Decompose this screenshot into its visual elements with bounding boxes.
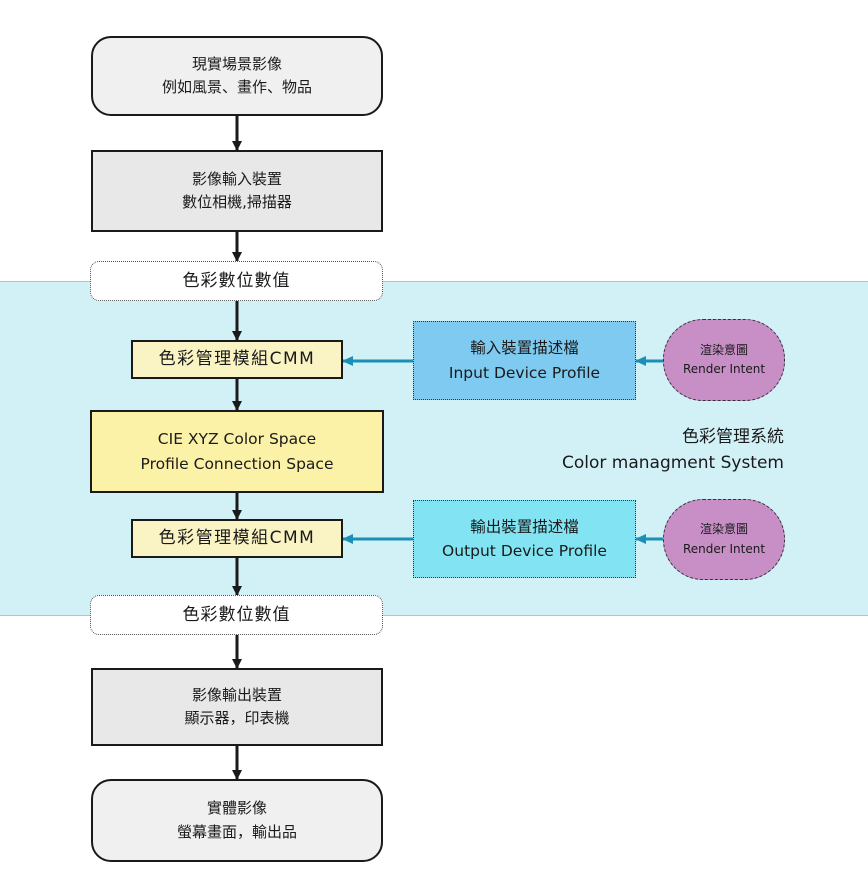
real-scene-title: 現實場景影像 (191, 54, 282, 73)
render-intent-bottom-en: Render Intent (682, 541, 766, 556)
real-scene-examples: 例如風景、畫作、物品 (161, 78, 312, 96)
output-profile-zh: 輸出裝置描述檔 (470, 517, 579, 536)
color-management-system-label: 色彩管理系統 Color managment System (520, 424, 784, 477)
input-device-examples: 數位相機,掃描器 (182, 193, 292, 211)
cms-label-zh: 色彩管理系統 (682, 427, 784, 447)
input-device-node: 影像輸入裝置 數位相機,掃描器 (91, 150, 383, 232)
pcs-connection-space: Profile Connection Space (140, 454, 334, 473)
input-profile-node: 輸入裝置描述檔 Input Device Profile (413, 321, 636, 400)
input-device-title: 影像輸入裝置 (191, 169, 282, 188)
render-intent-top-zh: 渲染意圖 (699, 342, 748, 357)
render-intent-top-en: Render Intent (682, 362, 766, 376)
digital-value-bottom-node: 色彩數位數值 (90, 595, 383, 635)
cmm-top-label: 色彩管理模組CMM (158, 349, 316, 370)
digital-value-bottom-label: 色彩數位數值 (182, 604, 291, 625)
render-intent-bottom-node: 渲染意圖 Render Intent (663, 499, 785, 580)
cms-label-en: Color managment System (561, 453, 784, 474)
output-device-title: 影像輸出裝置 (191, 685, 282, 704)
cmm-top-node: 色彩管理模組CMM (131, 340, 343, 379)
real-scene-node: 現實場景影像 例如風景、畫作、物品 (91, 36, 383, 116)
cmm-bottom-node: 色彩管理模組CMM (131, 519, 343, 558)
final-output-title: 實體影像 (206, 799, 267, 818)
digital-value-top-label: 色彩數位數值 (182, 270, 291, 291)
input-profile-en: Input Device Profile (448, 363, 601, 382)
output-profile-node: 輸出裝置描述檔 Output Device Profile (413, 500, 636, 578)
final-output-node: 實體影像 螢幕畫面，輸出品 (91, 779, 383, 862)
output-device-examples: 顯示器，印表機 (184, 709, 290, 727)
final-output-examples: 螢幕畫面，輸出品 (176, 822, 297, 841)
cmm-bottom-label: 色彩管理模組CMM (158, 528, 316, 549)
output-device-node: 影像輸出裝置 顯示器，印表機 (91, 668, 383, 746)
digital-value-top-node: 色彩數位數值 (90, 261, 383, 301)
render-intent-bottom-zh: 渲染意圖 (699, 522, 748, 537)
pcs-node: CIE XYZ Color Space Profile Connection S… (90, 410, 384, 493)
input-profile-zh: 輸入裝置描述檔 (470, 339, 579, 358)
pcs-color-space: CIE XYZ Color Space (157, 429, 317, 448)
render-intent-top-node: 渲染意圖 Render Intent (663, 319, 785, 401)
output-profile-en: Output Device Profile (442, 542, 607, 560)
